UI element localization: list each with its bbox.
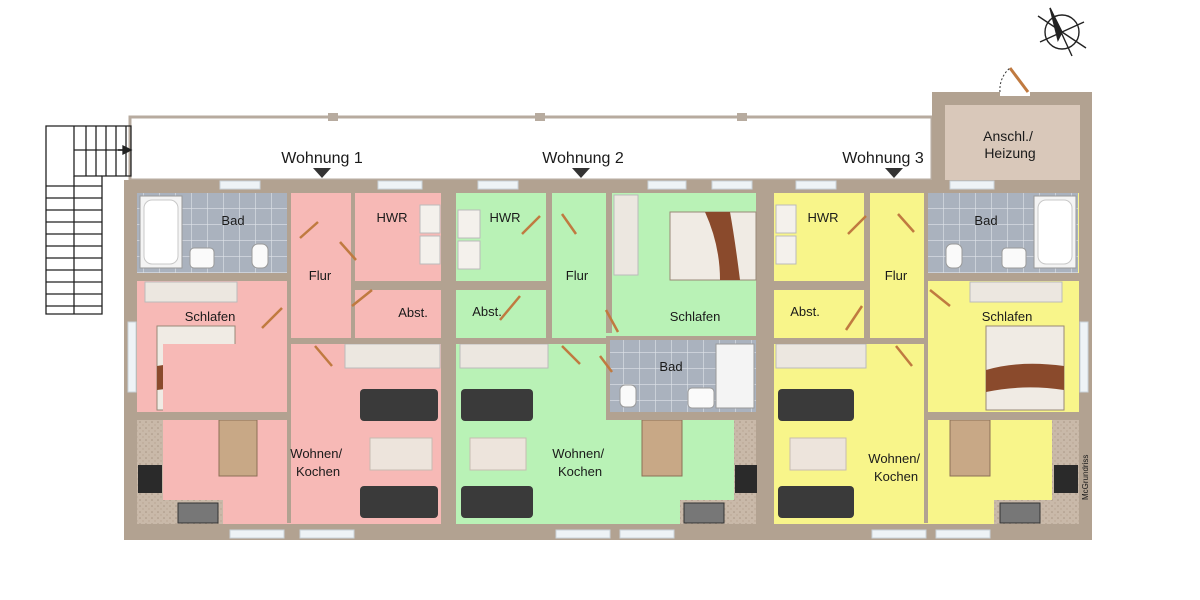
- toilet-icon: [251, 243, 269, 269]
- dining-table: [641, 419, 683, 477]
- room-label-storage: Abst.: [472, 304, 502, 319]
- room-label-hall: Flur: [566, 268, 589, 283]
- room-label-storage: Abst.: [790, 304, 820, 319]
- dining-table: [949, 419, 991, 477]
- apartment-1: [137, 193, 441, 524]
- kitchen-sink-icon: [999, 502, 1041, 524]
- room-label-utility: HWR: [376, 210, 407, 225]
- room-label-living: Wohnen/ Kochen: [868, 451, 923, 484]
- stove-icon: [735, 465, 757, 493]
- room-label-hall: Flur: [885, 268, 908, 283]
- sink-icon: [1001, 247, 1027, 269]
- kitchen-sink-icon: [683, 502, 725, 524]
- room-label-storage: Abst.: [398, 305, 428, 320]
- apartment-3-title: Wohnung 3: [842, 150, 924, 167]
- sofa-icon: [360, 389, 438, 421]
- balcony-walkway: [128, 113, 934, 182]
- stove-icon: [1054, 465, 1078, 493]
- windows: [127, 180, 1089, 539]
- dining-table: [218, 419, 258, 477]
- credit-label: McGrundriss: [1081, 455, 1090, 500]
- coffee-table: [469, 437, 527, 471]
- room-label-living: Wohnen/ Kochen: [290, 446, 345, 479]
- toilet-icon: [619, 384, 637, 408]
- toilet-icon: [945, 243, 963, 269]
- sink-icon: [189, 247, 215, 269]
- room-label-bedroom: Schlafen: [982, 309, 1033, 324]
- room-label-hall: Flur: [309, 268, 332, 283]
- sofa-icon: [461, 389, 533, 421]
- room-label-bath: Bad: [974, 213, 997, 228]
- room-label-bath: Bad: [221, 213, 244, 228]
- heating-room: Anschl./ Heizung: [932, 67, 1092, 181]
- sofa-icon: [360, 486, 438, 518]
- apartment-3: [762, 193, 1079, 524]
- sofa-icon: [778, 389, 854, 421]
- doors: [261, 213, 951, 373]
- coffee-table: [369, 437, 433, 471]
- room-label-bedroom: Schlafen: [670, 309, 721, 324]
- room-label-living: Wohnen/ Kochen: [552, 446, 607, 479]
- room-label-utility: HWR: [807, 210, 838, 225]
- bathtub-icon: [715, 343, 755, 409]
- apartment-2: [444, 193, 757, 524]
- storage-floor: [355, 290, 441, 338]
- room-label-bedroom: Schlafen: [185, 309, 236, 324]
- north-arrow-icon: [1037, 7, 1087, 57]
- staircase-icon: [45, 125, 133, 315]
- sofa-icon: [778, 486, 854, 518]
- room-label-utility: HWR: [489, 210, 520, 225]
- apartment-1-title: Wohnung 1: [281, 150, 363, 167]
- annex-label: Anschl./ Heizung: [983, 128, 1037, 161]
- apartment-2-title: Wohnung 2: [542, 150, 624, 167]
- coffee-table: [789, 437, 847, 471]
- room-label-bath: Bad: [659, 359, 682, 374]
- entrance-arrows: [313, 168, 903, 178]
- kitchen-sink-icon: [177, 502, 219, 524]
- stove-icon: [138, 465, 162, 493]
- sink-icon: [687, 387, 715, 409]
- sofa-icon: [461, 486, 533, 518]
